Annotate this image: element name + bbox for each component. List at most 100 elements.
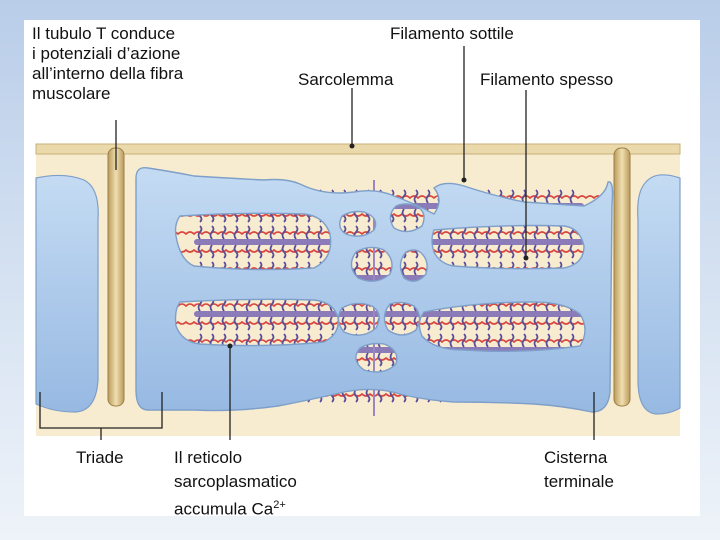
myosin-head [533,225,539,240]
myosin-head [545,333,551,348]
myosin-head [197,244,203,259]
myosin-head [473,316,479,331]
myosin-head [533,333,539,348]
myosin-head [461,333,467,348]
label-sr-line3: accumula Ca2+ [174,496,286,519]
myosin-head [545,189,551,204]
myosin-head [353,388,359,403]
leader-dot-thin [461,177,467,183]
terminal-cisterna-left-edge [35,174,99,413]
myosin-head [305,225,311,240]
label-sarcolemma: Sarcolemma [298,70,394,89]
myosin-head [365,316,371,331]
leader-dot-sarcolemma [349,143,355,149]
myosin-head [521,189,527,204]
myosin-head [281,225,287,240]
myosin-head [221,244,227,259]
myosin-head [329,316,335,331]
myosin-head [389,352,395,367]
myosin-head [497,244,503,259]
myosin-head [569,189,575,204]
myosin-head [509,244,515,259]
sarcolemma-membrane [35,143,681,155]
myosin-head [245,244,251,259]
label-ttubule-line3: all’interno della fibra [32,64,184,83]
myosin-head [557,333,563,348]
slide-panel: Il tubulo T conduce i potenziali d’azion… [24,20,700,519]
myosin-head [401,261,407,276]
myosin-head [557,316,563,331]
myosin-head [413,189,419,204]
myosin-head [245,316,251,331]
myosin-head [197,316,203,331]
myosin-head [473,244,479,259]
label-sr-line3-text: accumula Ca [174,499,274,519]
myosin-head [209,244,215,259]
myosin-head [353,261,359,276]
myosin-head [557,225,563,240]
myosin-head [389,316,395,331]
myosin-head [233,225,239,240]
myosin-head [425,189,431,204]
leader-dots [227,143,529,349]
myosin-head [221,316,227,331]
thick-filament [194,311,584,317]
myosin-head [533,316,539,331]
myosin-head [257,244,263,259]
myosin-head [269,225,275,240]
myosin-head [401,208,407,223]
myosin-head [521,225,527,240]
label-sr-line3-superscript: 2+ [273,499,286,511]
label-ttubule-line4: muscolare [32,84,111,103]
myosin-head [269,244,275,259]
myosin-head [269,316,275,331]
label-thick-filament: Filamento spesso [480,70,614,89]
myosin-head [449,244,455,259]
myosin-head [569,333,575,348]
label-triad: Triade [76,448,124,467]
myosin-head [485,244,491,259]
label-ttubule-line1: Il tubulo T conduce [32,24,176,43]
myosin-head [377,261,383,276]
myosin-head [509,316,515,331]
myosin-head [281,244,287,259]
label-thin-filament: Filamento sottile [390,24,514,43]
myosin-head [365,352,371,367]
myosin-head [485,316,491,331]
myosin-head [245,333,251,348]
myosin-head [509,333,515,348]
myosin-head [197,225,203,240]
myosin-head [545,244,551,259]
myosin-head [245,225,251,240]
myosin-head [533,189,539,204]
leader-lines [39,46,595,440]
myosin-head [293,316,299,331]
myosin-head [437,244,443,259]
myosin-head [485,333,491,348]
myosin-head [257,316,263,331]
sarcoplasmic-reticulum [135,167,614,413]
myosin-head [521,333,527,348]
myosin-head [401,316,407,331]
myosin-head [485,225,491,240]
myosin-head [221,225,227,240]
myosin-head [257,225,263,240]
myosin-head [449,316,455,331]
leader-dot-sr [227,343,233,349]
myosin-head [449,333,455,348]
myosin-head [209,316,215,331]
myosin-head [377,352,383,367]
myosin-head [365,261,371,276]
myosin-head [257,333,263,348]
myosin-head [509,225,515,240]
myosin-head [521,316,527,331]
myosin-head [533,244,539,259]
myosin-head [293,225,299,240]
label-sr-line1: Il reticolo [174,448,243,467]
myosin-head [341,316,347,331]
myosin-head [317,225,323,240]
myosin-head [209,225,215,240]
myosin-head [317,316,323,331]
myosin-head [497,316,503,331]
label-cisterna-line2: terminale [544,472,614,491]
